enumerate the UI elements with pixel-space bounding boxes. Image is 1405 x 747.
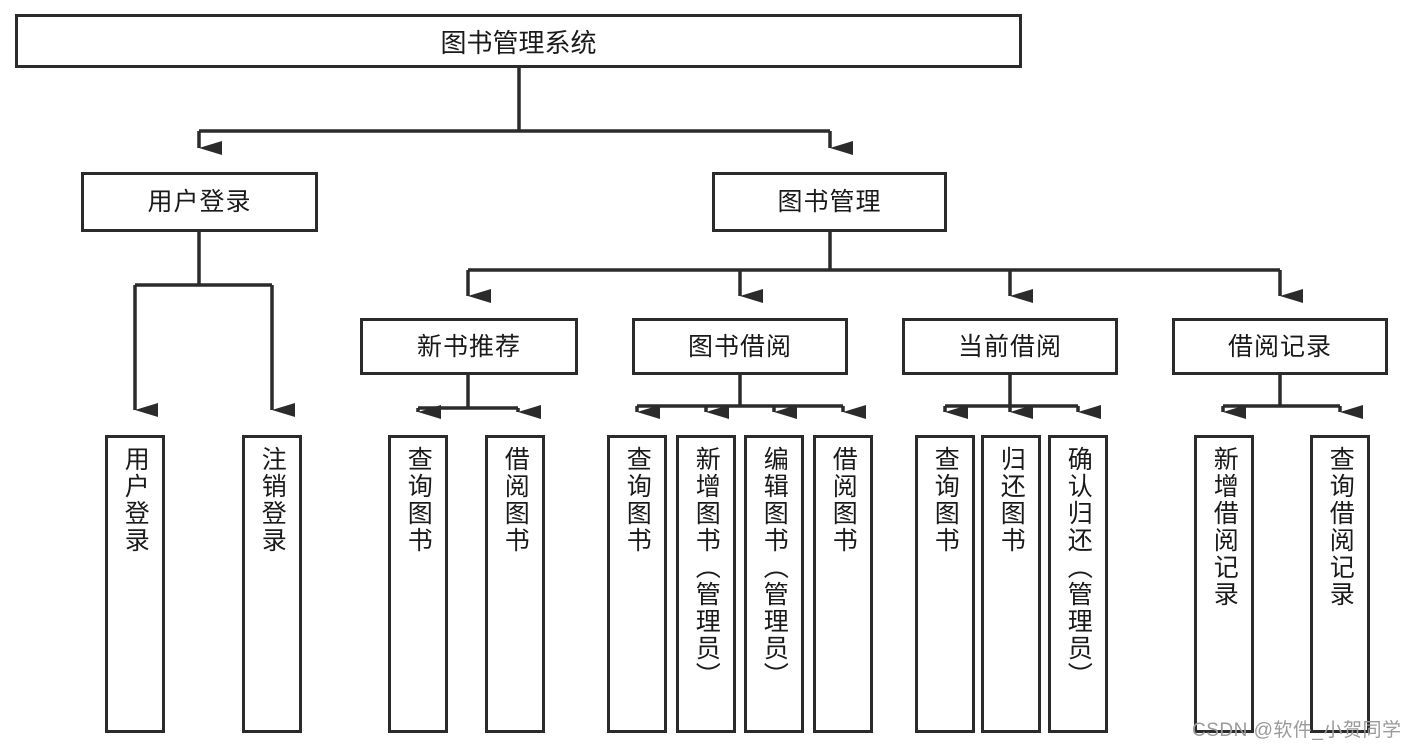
node-label: 查询图书 xyxy=(404,446,433,554)
node-leaf-query-book-borrow[interactable]: 查询图书 xyxy=(607,435,667,733)
node-leaf-query-book-new[interactable]: 查询图书 xyxy=(388,435,448,733)
watermark-csdn: CSDN @软件_小贺同学 xyxy=(1192,720,1402,741)
node-new-book-recommend[interactable]: 新书推荐 xyxy=(360,318,578,375)
node-label: 注销登录 xyxy=(258,446,287,554)
node-label: 借阅图书 xyxy=(501,446,530,554)
node-label: 新增图书（管理员） xyxy=(692,446,721,689)
node-label: 图书借阅 xyxy=(687,332,792,361)
node-user-login[interactable]: 用户登录 xyxy=(81,172,318,232)
node-label: 新增借阅记录 xyxy=(1210,446,1239,608)
node-leaf-borrow-book-borrow[interactable]: 借阅图书 xyxy=(813,435,873,733)
node-leaf-user-login[interactable]: 用户登录 xyxy=(105,435,165,733)
node-current-borrow[interactable]: 当前借阅 xyxy=(902,318,1118,375)
node-label: 借阅图书 xyxy=(829,446,858,554)
node-label: 归还图书 xyxy=(997,446,1026,554)
node-leaf-query-borrow-record[interactable]: 查询借阅记录 xyxy=(1310,435,1370,733)
node-label: 确认归还（管理员） xyxy=(1064,446,1093,689)
node-label: 查询图书 xyxy=(931,446,960,554)
node-label: 用户登录 xyxy=(121,446,150,554)
node-leaf-add-borrow-record[interactable]: 新增借阅记录 xyxy=(1194,435,1254,733)
node-book-management[interactable]: 图书管理 xyxy=(712,172,947,232)
node-label: 新书推荐 xyxy=(416,332,521,361)
node-leaf-borrow-book-new[interactable]: 借阅图书 xyxy=(485,435,545,733)
node-label: 图书管理系统 xyxy=(440,27,597,58)
node-label: 借阅记录 xyxy=(1227,332,1332,361)
node-borrow-record[interactable]: 借阅记录 xyxy=(1172,318,1388,375)
node-leaf-return-book[interactable]: 归还图书 xyxy=(981,435,1041,733)
node-label: 用户登录 xyxy=(147,188,252,216)
node-label: 查询图书 xyxy=(623,446,652,554)
node-book-borrow[interactable]: 图书借阅 xyxy=(632,318,848,375)
node-label: 查询借阅记录 xyxy=(1326,446,1355,608)
node-leaf-add-book-admin[interactable]: 新增图书（管理员） xyxy=(676,435,736,733)
node-label: 图书管理 xyxy=(777,188,882,216)
node-leaf-logout[interactable]: 注销登录 xyxy=(242,435,302,733)
node-label: 编辑图书（管理员） xyxy=(760,446,789,689)
node-leaf-edit-book-admin[interactable]: 编辑图书（管理员） xyxy=(744,435,804,733)
node-root-book-management-system[interactable]: 图书管理系统 xyxy=(15,14,1022,68)
node-label: 当前借阅 xyxy=(957,332,1062,361)
node-leaf-confirm-return-admin[interactable]: 确认归还（管理员） xyxy=(1048,435,1108,733)
node-leaf-query-book-current[interactable]: 查询图书 xyxy=(915,435,975,733)
